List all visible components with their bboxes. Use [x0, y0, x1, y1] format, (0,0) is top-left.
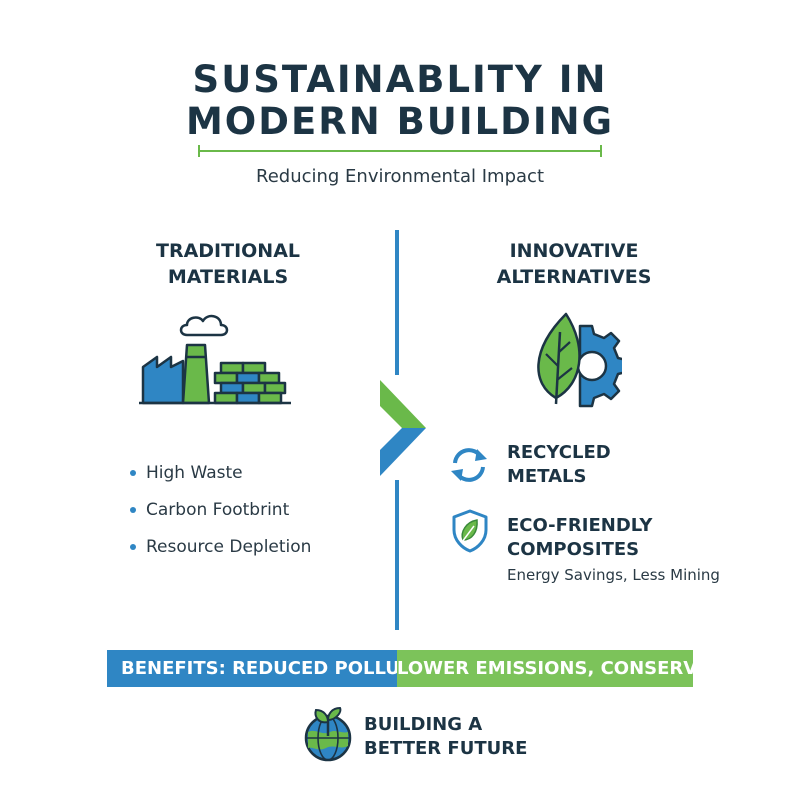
right-heading-line-2: ALTERNATIVES [496, 266, 652, 288]
recycled-metals-line-1: RECYCLED [507, 442, 611, 463]
title-line-2: MODERN BUILDING [185, 100, 614, 143]
left-heading: TRADITIONAL MATERIALS [98, 238, 358, 290]
center-divider-top [395, 230, 399, 375]
recycled-metals-label: RECYCLED METALS [507, 441, 611, 489]
bullet-item: Carbon Footbrint [130, 499, 311, 536]
subtitle: Reducing Environmental Impact [256, 166, 544, 187]
banner-part-2: LOWER EMISSIONS, CONSERVATION [397, 650, 693, 687]
recycled-metals-line-2: METALS [507, 466, 587, 487]
chevron-right-icon [380, 380, 426, 476]
left-heading-line-2: MATERIALS [167, 266, 289, 288]
right-heading: INNOVATIVE ALTERNATIVES [444, 238, 704, 290]
leaf-gear-icon [537, 312, 622, 408]
title-line-1: SUSTAINABLITY IN [192, 58, 608, 101]
sprout-globe-icon [304, 706, 352, 762]
bullet-item: High Waste [130, 462, 311, 499]
banner-part-1: BENEFITS: REDUCED POLLUTION, [107, 650, 456, 687]
benefits-banner: BENEFITS: REDUCED POLLUTION, LOWER EMISS… [107, 650, 693, 687]
recycle-arrows-icon [451, 448, 487, 482]
bullet-item: Resource Depletion [130, 536, 311, 573]
eco-composites-label: ECO-FRIENDLY COMPOSITES [507, 514, 652, 562]
footer-line-1: BUILDING A [364, 714, 483, 735]
leaf-shield-icon [452, 509, 488, 553]
center-divider-bottom [395, 480, 399, 630]
left-heading-line-1: TRADITIONAL [155, 240, 301, 262]
eco-composites-line-2: COMPOSITES [507, 539, 640, 560]
right-heading-line-1: INNOVATIVE [509, 240, 639, 262]
footer-line-2: BETTER FUTURE [364, 738, 528, 759]
eco-composites-line-1: ECO-FRIENDLY [507, 515, 653, 536]
footer-tagline: BUILDING A BETTER FUTURE [364, 713, 527, 761]
title-divider [198, 145, 602, 157]
benefit-note: Energy Savings, Less Mining [507, 566, 720, 584]
factory-and-bricks-icon [139, 314, 291, 405]
traditional-bullets: High Waste Carbon Footbrint Resource Dep… [130, 462, 311, 573]
